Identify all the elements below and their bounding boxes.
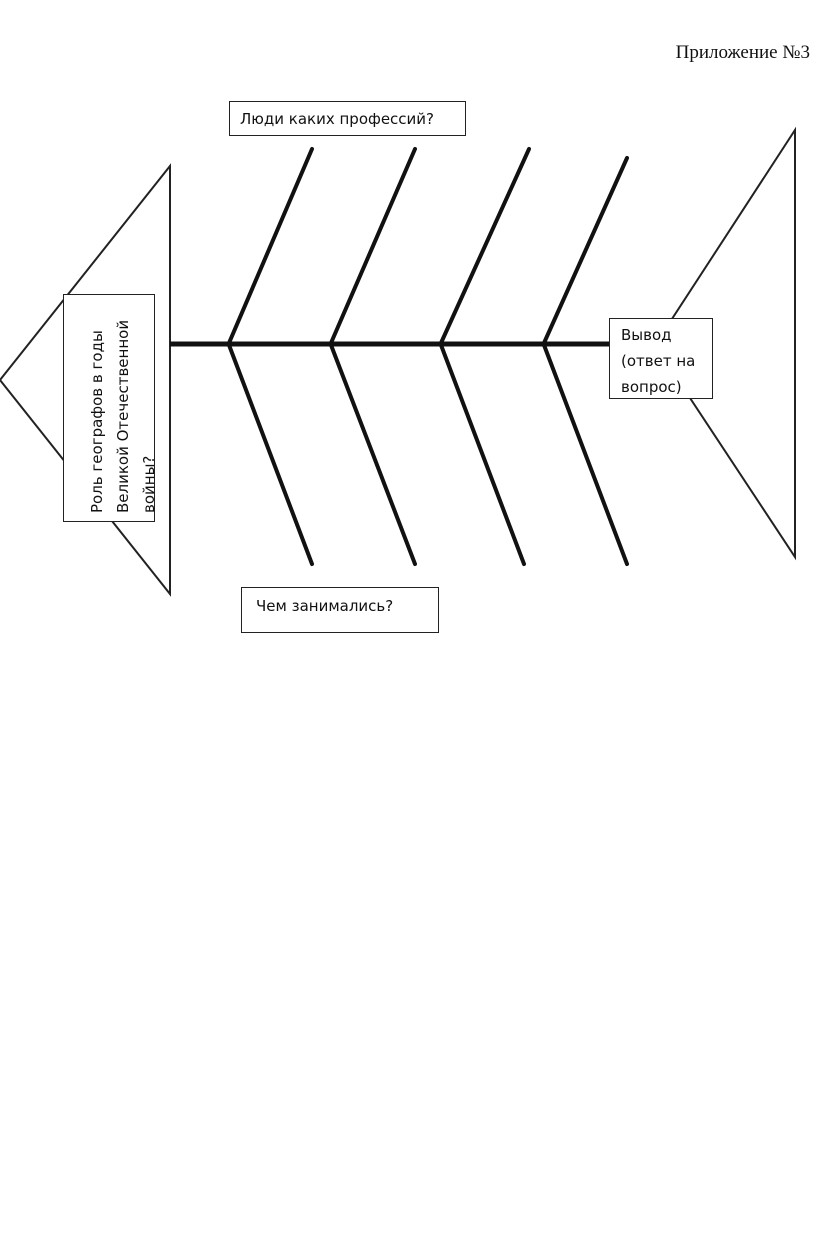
upper-bone-3 [439, 147, 531, 345]
conclusion-line-2: (ответ на [621, 352, 696, 370]
lower-bone-4 [542, 343, 629, 566]
activities-question-box: Чем занимались? [241, 587, 439, 633]
upper-bones [227, 147, 629, 345]
upper-bone-4 [542, 156, 629, 345]
lower-bones [227, 343, 629, 566]
main-question-line-2: Великой Отечественной [114, 319, 132, 513]
main-question-text: Роль географов в годы Великой Отечествен… [76, 295, 158, 523]
lower-bone-2 [329, 343, 417, 566]
lower-bone-1 [227, 343, 314, 566]
conclusion-box: Вывод (ответ на вопрос) [609, 318, 713, 399]
conclusion-line-1: Вывод [621, 326, 672, 344]
appendix-label: Приложение №3 [675, 42, 810, 63]
professions-question-label: Люди каких профессий? [240, 110, 435, 128]
upper-bone-1 [227, 147, 314, 345]
main-question-box: Роль географов в годы Великой Отечествен… [63, 294, 158, 523]
main-question-line-3: войны? [140, 455, 158, 513]
activities-question-label: Чем занимались? [256, 597, 394, 615]
professions-question-box: Люди каких профессий? [229, 101, 466, 136]
main-question-line-1: Роль географов в годы [88, 330, 106, 513]
fish-tail-triangle [653, 126, 796, 561]
conclusion-line-3: вопрос) [621, 378, 682, 396]
lower-bone-3 [439, 343, 526, 566]
upper-bone-2 [329, 147, 417, 345]
